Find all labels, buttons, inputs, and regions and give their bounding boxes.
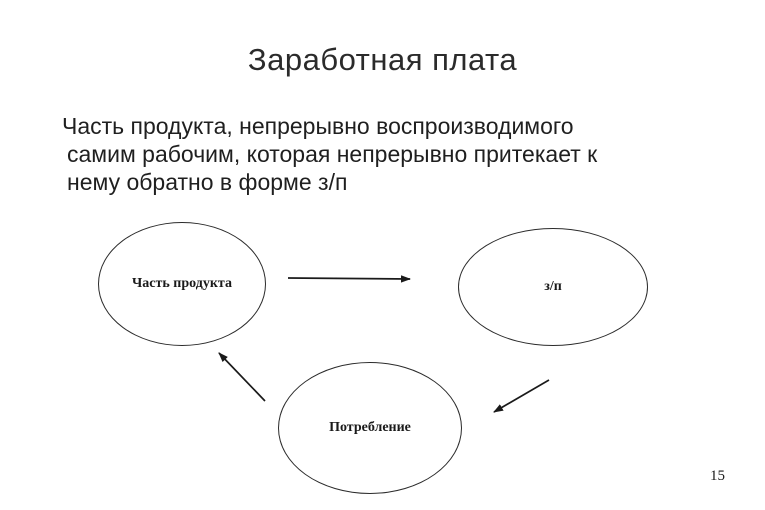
body-line-2: самим рабочим, которая непрерывно притек…: [67, 141, 598, 167]
arrow-wage-to-consumption: [493, 379, 550, 413]
arrow-consumption-to-part: [218, 352, 266, 402]
slide-title: Заработная плата: [247, 42, 518, 77]
diagram-node-wage: з/п: [458, 228, 648, 346]
diagram-node-part-of-product: Часть продукта: [98, 222, 266, 346]
diagram-node-consumption: Потребление: [278, 362, 462, 494]
arrow-part-to-wage: [287, 275, 411, 283]
node-label-consumption: Потребление: [329, 420, 411, 435]
node-label-part-of-product: Часть продукта: [132, 276, 232, 291]
body-line-1: Часть продукта, непрерывно воспроизводим…: [62, 113, 574, 139]
body-line-3: нему обратно в форме з/п: [67, 169, 348, 195]
slide-body-text: Часть продукта, непрерывно воспроизводим…: [62, 112, 717, 196]
node-label-wage: з/п: [544, 279, 562, 294]
slide-page-number: 15: [710, 468, 725, 484]
